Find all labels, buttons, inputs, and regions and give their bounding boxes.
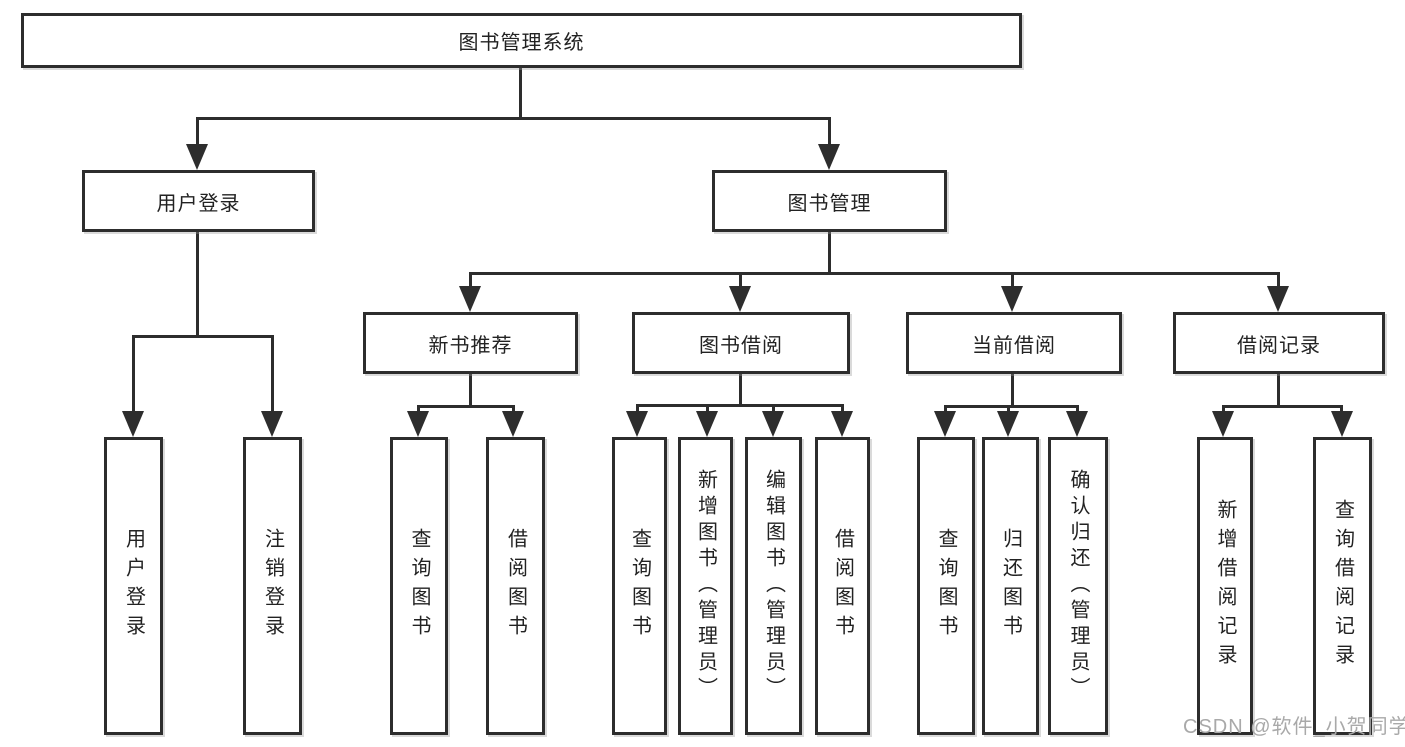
connector-drop-new-books — [469, 272, 472, 287]
connector-drop-br-add — [706, 404, 709, 413]
arrowhead-br-query — [626, 411, 648, 437]
connector-drop-book-mgmt — [828, 117, 831, 147]
connector-book-borrow-bus — [636, 404, 844, 407]
node-book-mgmt: 图书管理 — [712, 170, 947, 232]
node-new-books-label: 新书推荐 — [428, 334, 513, 357]
leaf-br-add-books-label: 新增图书（管理员） — [694, 469, 717, 703]
leaf-re-add-record: 新增借阅记录 — [1197, 437, 1253, 735]
connector-root-stem — [519, 68, 522, 118]
leaf-br-edit-books: 编辑图书（管理员） — [745, 437, 802, 735]
connector-records-bus — [1222, 405, 1343, 408]
node-current-borrow: 当前借阅 — [906, 312, 1122, 374]
connector-current-stem — [1011, 374, 1014, 408]
arrowhead-book-borrow — [729, 286, 751, 312]
leaf-logout-label: 注销登录 — [261, 528, 284, 644]
node-user-login-label: 用户登录 — [156, 192, 241, 215]
leaf-cu-confirm-return: 确认归还（管理员） — [1048, 437, 1108, 735]
connector-drop-book-borrow — [739, 272, 742, 287]
node-root-label: 图书管理系统 — [458, 32, 585, 54]
leaf-nb-borrow-books: 借阅图书 — [486, 437, 545, 735]
arrowhead-new-books — [459, 286, 481, 312]
connector-level3-bus — [469, 272, 1280, 275]
connector-drop-leaf-logout — [271, 335, 274, 413]
leaf-nb-borrow-books-label: 借阅图书 — [504, 528, 527, 644]
leaf-re-add-record-label: 新增借阅记录 — [1214, 499, 1236, 673]
arrowhead-records — [1267, 286, 1289, 312]
node-user-login: 用户登录 — [82, 170, 315, 232]
leaf-cu-return-books-label: 归还图书 — [999, 528, 1022, 644]
arrowhead-user-login — [186, 144, 208, 170]
leaf-re-query-record-label: 查询借阅记录 — [1331, 499, 1354, 673]
leaf-br-borrow-books-label: 借阅图书 — [831, 528, 854, 644]
node-book-borrow: 图书借阅 — [632, 312, 850, 374]
connector-current-bus — [944, 405, 1079, 408]
arrowhead-leaf-logout — [261, 411, 283, 437]
connector-drop-br-query — [636, 404, 639, 413]
connector-drop-user-login — [196, 117, 199, 147]
arrowhead-re-query — [1331, 411, 1353, 437]
connector-drop-cu-confirm — [1076, 405, 1079, 413]
leaf-nb-query-books-label: 查询图书 — [408, 528, 430, 644]
leaf-br-edit-books-label: 编辑图书（管理员） — [762, 469, 785, 703]
leaf-logout: 注销登录 — [243, 437, 302, 735]
node-borrow-records-label: 借阅记录 — [1237, 334, 1321, 357]
leaf-br-query-books: 查询图书 — [612, 437, 667, 735]
connector-drop-cu-return — [1007, 405, 1010, 413]
connector-new-books-bus — [417, 405, 515, 408]
connector-drop-leaf-login — [132, 335, 135, 413]
connector-book-borrow-stem — [739, 374, 742, 406]
node-book-borrow-label: 图书借阅 — [699, 334, 783, 357]
connector-drop-current — [1011, 272, 1014, 287]
node-root: 图书管理系统 — [21, 13, 1022, 68]
connector-drop-cu-query — [944, 405, 947, 413]
connector-drop-re-query — [1340, 405, 1343, 413]
arrowhead-re-add — [1212, 411, 1234, 437]
connector-drop-records — [1277, 272, 1280, 287]
connector-book-mgmt-stem — [828, 232, 831, 274]
connector-drop-br-borrow — [841, 404, 844, 413]
node-new-books: 新书推荐 — [363, 312, 578, 374]
arrowhead-nb-borrow — [502, 411, 524, 437]
leaf-re-query-record: 查询借阅记录 — [1313, 437, 1372, 735]
arrowhead-current — [1001, 286, 1023, 312]
connector-drop-nb-query — [417, 405, 420, 413]
leaf-user-login-label: 用户登录 — [122, 528, 145, 644]
connector-drop-nb-borrow — [512, 405, 515, 413]
csdn-watermark: CSDN @软件_小贺同学 — [1183, 716, 1405, 738]
leaf-br-borrow-books: 借阅图书 — [815, 437, 870, 735]
leaf-cu-query-books-label: 查询图书 — [935, 528, 957, 644]
connector-records-stem — [1277, 374, 1280, 408]
leaf-br-add-books: 新增图书（管理员） — [678, 437, 733, 735]
node-current-borrow-label: 当前借阅 — [972, 334, 1056, 357]
leaf-user-login: 用户登录 — [104, 437, 163, 735]
arrowhead-br-edit — [762, 411, 784, 437]
arrowhead-cu-return — [997, 411, 1019, 437]
leaf-cu-return-books: 归还图书 — [982, 437, 1039, 735]
connector-user-login-stem — [196, 232, 199, 337]
arrowhead-cu-confirm — [1066, 411, 1088, 437]
node-book-mgmt-label: 图书管理 — [787, 192, 872, 215]
connector-drop-br-edit — [772, 404, 775, 413]
leaf-cu-query-books: 查询图书 — [917, 437, 975, 735]
leaf-br-query-books-label: 查询图书 — [628, 528, 651, 644]
leaf-cu-confirm-return-label: 确认归还（管理员） — [1067, 469, 1089, 703]
arrowhead-leaf-login — [122, 411, 144, 437]
connector-level2-bus — [196, 117, 831, 120]
arrowhead-nb-query — [407, 411, 429, 437]
arrowhead-book-mgmt — [818, 144, 840, 170]
leaf-nb-query-books: 查询图书 — [390, 437, 448, 735]
node-borrow-records: 借阅记录 — [1173, 312, 1385, 374]
connector-drop-re-add — [1222, 405, 1225, 413]
connector-user-login-bus — [132, 335, 274, 338]
arrowhead-cu-query — [934, 411, 956, 437]
arrowhead-br-borrow — [831, 411, 853, 437]
arrowhead-br-add — [696, 411, 718, 437]
connector-new-books-stem — [469, 374, 472, 408]
